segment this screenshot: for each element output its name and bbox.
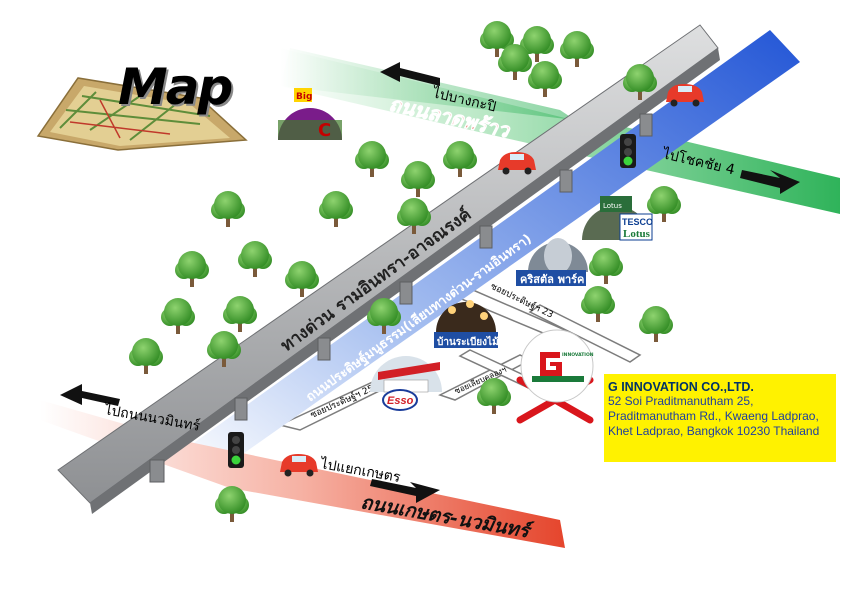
trees [129,21,681,522]
tree-icon [581,286,615,322]
car-icon [666,84,704,107]
tree-icon [211,191,245,227]
map-title: Map [118,58,233,116]
tree-icon [528,61,562,97]
tesco-lotus-landmark: Lotus TESCO Lotus [582,196,653,241]
crystal-park-text: คริสตัล พาร์ค [520,273,584,286]
tree-icon [367,298,401,334]
tree-icon [623,64,657,100]
arrow-to-kaset [370,479,440,503]
tree-icon [560,31,594,67]
address-line: Praditmanutham Rd., Kwaeng Ladprao, [608,409,819,423]
tesco-text: TESCO [622,217,653,227]
company-name: G INNOVATION CO.,LTD. [608,380,754,394]
crystal-park-landmark: คริสตัล พาร์ค [516,238,588,286]
traffic-light-icon [228,432,244,468]
expressway [57,24,720,514]
tree-icon [238,241,272,277]
tree-icon [319,191,353,227]
tree-icon [639,306,673,342]
lotus-text: Lotus [623,228,651,240]
tree-icon [129,338,163,374]
traffic-light-icon [620,134,636,168]
esso-landmark: Esso [370,356,442,411]
tree-icon [498,44,532,80]
company-location-marker: INNOVATION [516,329,594,424]
company-logo-text: INNOVATION [562,352,594,358]
tree-icon [175,251,209,287]
svg-text:C: C [318,120,331,141]
map-icon [36,77,248,151]
kaset-road [40,400,565,548]
arrow-to-bang-kapi [380,62,440,86]
tree-icon [520,26,554,62]
tree-icon [480,21,514,57]
tree-icon [285,261,319,297]
arrow-to-chok-chai [740,170,800,194]
tree-icon [443,141,477,177]
car-icon [280,454,318,477]
ban-rabiang-text: บ้านระเบียงไม้ [437,335,499,348]
ban-rabiang-landmark: บ้านระเบียงไม้ [434,300,499,348]
address-line: Khet Ladprao, Bangkok 10230 Thailand [608,424,820,438]
tree-icon [647,186,681,222]
company-info-box: G INNOVATION CO.,LTD. 52 Soi Praditmanut… [604,374,836,462]
tree-icon [589,248,623,284]
tree-icon [207,331,241,367]
arrow-to-nawamin [60,384,120,406]
tree-icon [401,161,435,197]
tree-icon [477,378,511,414]
bigc-landmark: Big C [278,88,342,141]
tree-icon [223,296,257,332]
tree-icon [355,141,389,177]
tree-icon [215,486,249,522]
svg-text:Big: Big [296,92,312,102]
tree-icon [161,298,195,334]
esso-text: Esso [387,395,414,407]
address-line: 52 Soi Praditmanutham 25, [608,394,754,408]
svg-text:Lotus: Lotus [603,202,622,210]
tree-icon [397,198,431,234]
car-icon [498,152,536,175]
